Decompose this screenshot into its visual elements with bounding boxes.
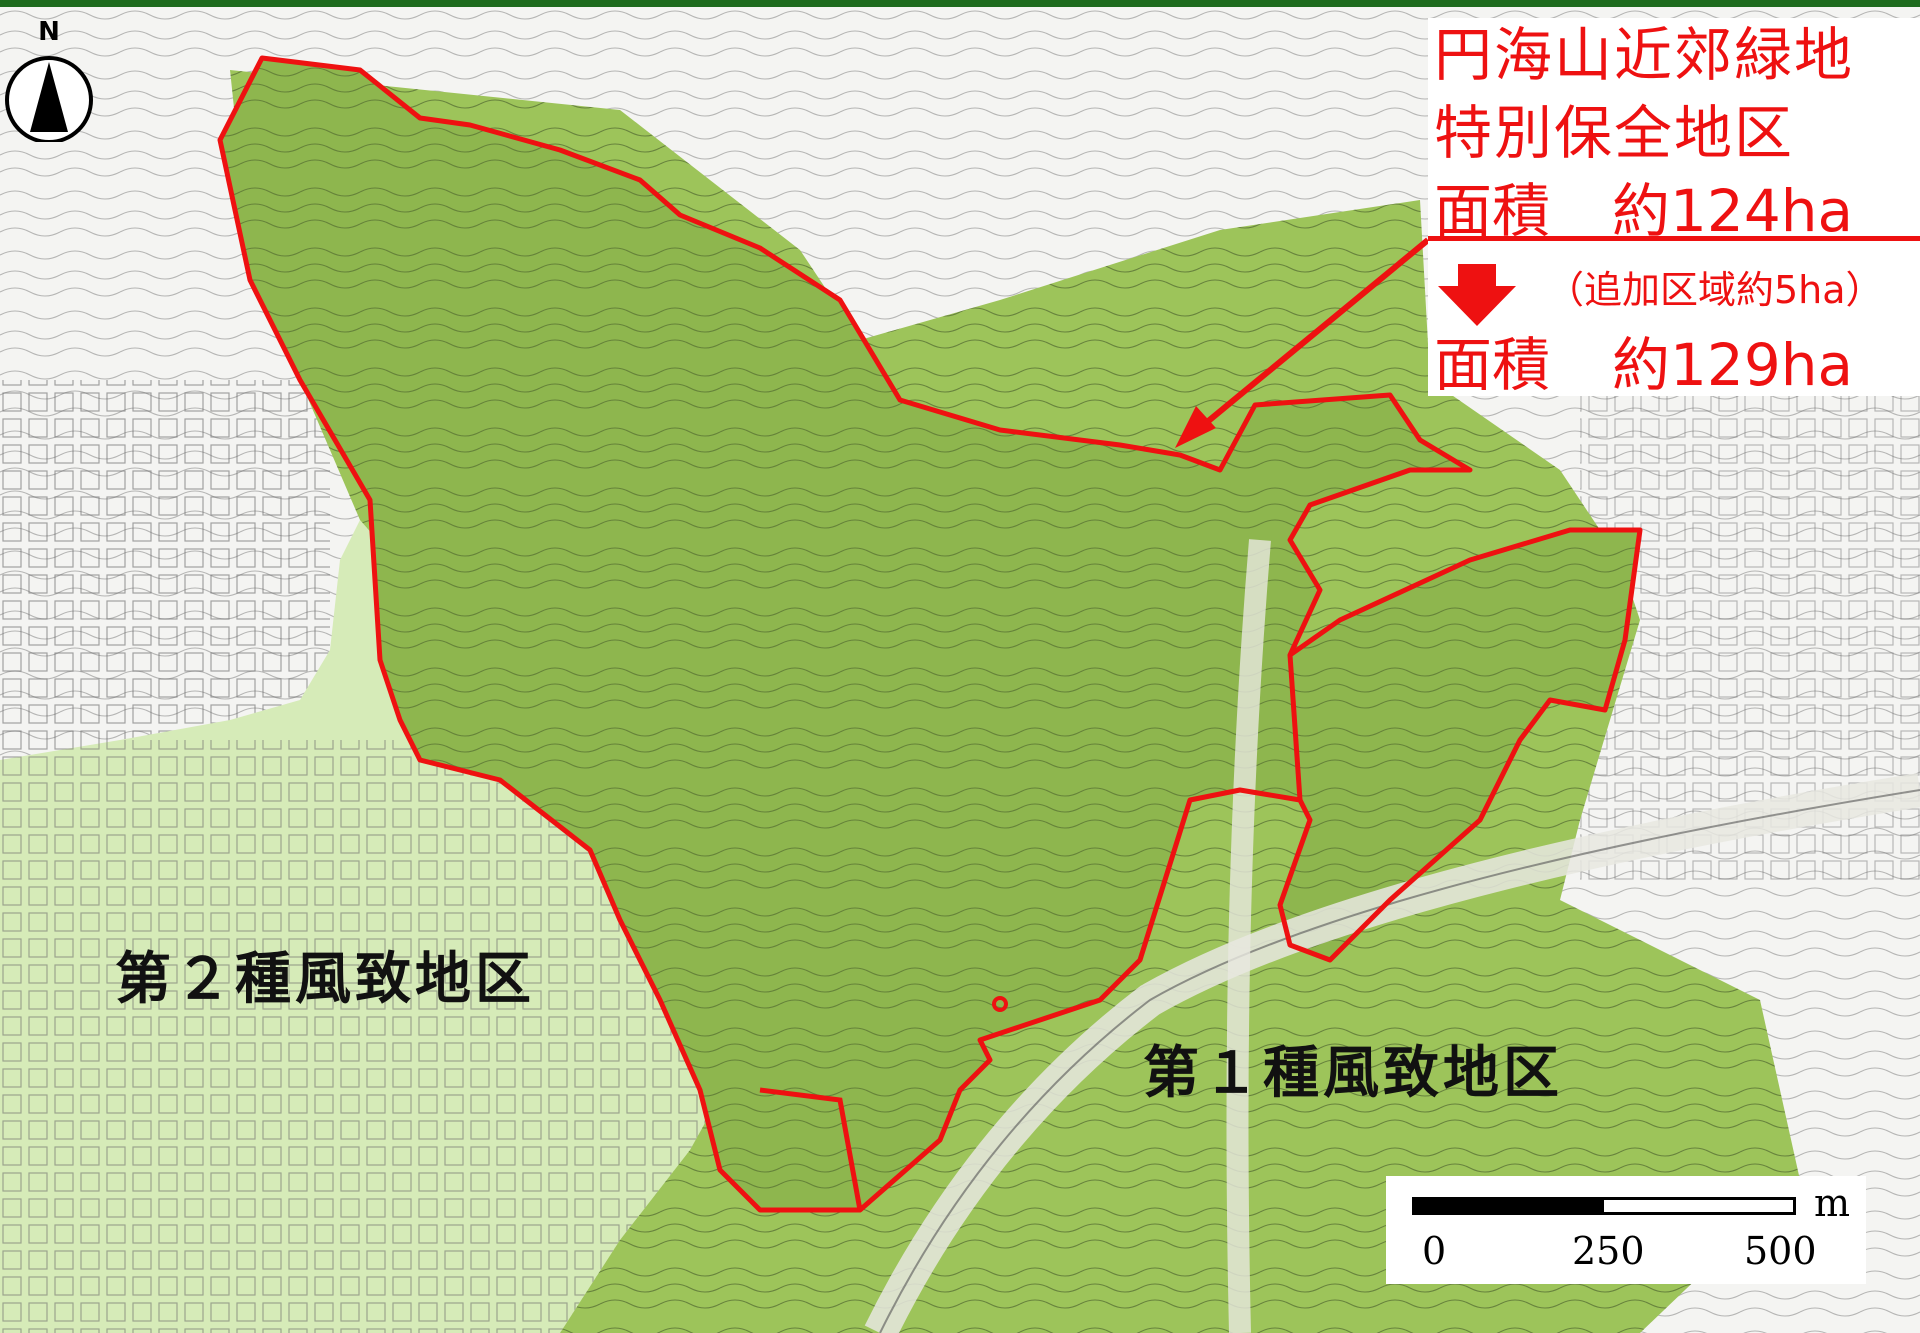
expressway: [1226, 539, 1271, 1333]
north-label: N: [38, 17, 60, 47]
addition-note: （追加区域約5ha）: [1546, 268, 1884, 312]
scale-track: [1412, 1197, 1796, 1215]
boundary-inner-divider: [1287, 654, 1303, 801]
scale-tick-250: 250: [1572, 1229, 1645, 1273]
area-label: 面積: [1434, 177, 1551, 245]
scale-bar: 0 250 500 m: [1386, 1176, 1866, 1284]
info-divider: [1428, 236, 1920, 241]
info-area-before: 面積約124ha: [1434, 182, 1853, 240]
pointer-line: [1193, 237, 1430, 435]
down-arrow-icon: [1438, 264, 1516, 326]
boundary-inner-divider-south: [759, 1087, 863, 1211]
north-arrow-icon: N: [5, 17, 93, 142]
scale-fill: [1415, 1200, 1604, 1212]
area-after-value: 約129ha: [1612, 331, 1854, 399]
info-box: 円海山近郊緑地 特別保全地区 面積約124ha （追加区域約5ha） 面積約12…: [1428, 18, 1920, 396]
scale-unit: m: [1814, 1181, 1851, 1225]
highway-edge: [879, 789, 1920, 1333]
area-label-after: 面積: [1434, 331, 1551, 399]
scale-tick-0: 0: [1422, 1229, 1447, 1273]
info-title-line1: 円海山近郊緑地: [1434, 21, 1855, 89]
area-before-value: 約124ha: [1612, 177, 1854, 245]
info-title-line2: 特別保全地区: [1434, 99, 1795, 167]
scale-tick-500: 500: [1744, 1229, 1817, 1273]
pointer-head: [1175, 406, 1216, 448]
boundary-enclave: [992, 996, 1008, 1012]
top-border: [0, 0, 1920, 7]
zone2-label: 第２種風致地区: [115, 947, 535, 1012]
preserve-boundary: [217, 55, 1643, 1213]
info-area-after: 面積約129ha: [1434, 336, 1853, 394]
zone1-label: 第１種風致地区: [1143, 1041, 1563, 1106]
